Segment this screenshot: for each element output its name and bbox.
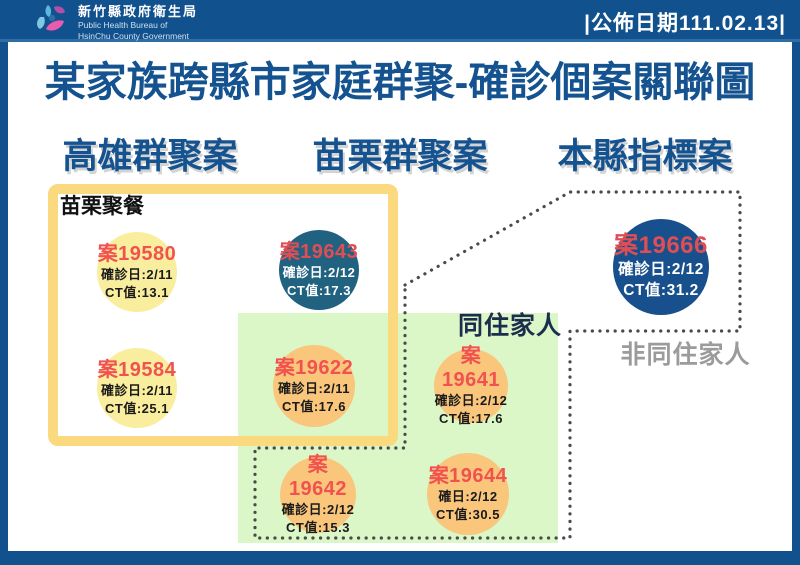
case-confirm-date: 確診日:2/11: [101, 383, 173, 399]
case-number: 案19644: [428, 465, 508, 488]
bureau-name-en1: Public Health Bureau of: [78, 20, 168, 31]
case-ct-value: CT值:15.3: [286, 520, 350, 535]
case-node-19642: 案19642 確診日:2/12 CT值:15.3: [280, 454, 356, 535]
case-node-19666: 案19666 確診日:2/12 CT值:31.2: [613, 219, 709, 315]
case-node-19644: 案19644 確日:2/12 CT值:30.5: [427, 453, 509, 535]
case-ct-value: CT值:30.5: [436, 507, 500, 522]
case-node-19643: 案19643 確診日:2/12 CT值:17.3: [279, 230, 359, 310]
frame-right: [792, 42, 800, 565]
non-cohabiting-family-label: 非同住家人: [620, 341, 751, 369]
case-ct-value: CT值:13.1: [105, 285, 169, 300]
miaoli-dinner-label: 苗栗聚餐: [60, 195, 144, 218]
case-ct-value: CT值:25.1: [105, 401, 169, 416]
case-node-19641: 案19641 確診日:2/12 CT值:17.6: [434, 345, 508, 426]
publish-date: |公佈日期111.02.13|: [584, 12, 786, 35]
case-confirm-date: 確診日:2/11: [278, 381, 350, 397]
case-confirm-date: 確診日:2/11: [101, 267, 173, 283]
header-bar: [0, 0, 800, 42]
case-number: 案19642: [288, 454, 348, 501]
column-header-county-index: 本縣指標案: [557, 137, 733, 176]
case-ct-value: CT值:17.3: [287, 283, 351, 298]
column-header-kaohsiung-cluster: 高雄群聚案: [62, 137, 238, 176]
case-confirm-date: 確診日:2/12: [618, 261, 704, 279]
case-number: 案19622: [274, 357, 354, 380]
case-confirm-date: 確診日:2/12: [281, 502, 355, 518]
bureau-name-en2: HsinChu County Government: [78, 30, 190, 41]
bureau-logo: 新竹縣政府衛生局 Public Health Bureau of HsinChu…: [34, 3, 198, 42]
case-ct-value: CT值:31.2: [623, 282, 699, 300]
case-ct-value: CT值:17.6: [282, 399, 346, 414]
case-confirm-date: 確診日:2/12: [282, 265, 356, 281]
frame-bottom: [0, 551, 800, 565]
cohabiting-family-label: 同住家人: [457, 312, 562, 340]
case-node-19584: 案19584 確診日:2/11 CT值:25.1: [97, 348, 177, 428]
case-number: 案19666: [614, 231, 708, 259]
case-number: 案19641: [441, 345, 501, 392]
case-confirm-date: 確日:2/12: [438, 489, 498, 505]
bureau-name-zh: 新竹縣政府衛生局: [78, 4, 199, 20]
page-title: 某家族跨縣市家庭群聚-確診個案關聯圖: [44, 59, 756, 105]
case-node-19622: 案19622 確診日:2/11 CT值:17.6: [273, 345, 355, 427]
case-number: 案19643: [279, 241, 359, 264]
column-header-miaoli-cluster: 苗栗群聚案: [312, 137, 488, 176]
case-confirm-date: 確診日:2/12: [434, 393, 508, 409]
bureau-logo-icon: [34, 3, 70, 42]
case-number: 案19580: [97, 243, 177, 266]
case-node-19580: 案19580 確診日:2/11 CT值:13.1: [97, 232, 177, 312]
frame-left: [0, 42, 8, 565]
case-ct-value: CT值:17.6: [439, 411, 503, 426]
bureau-name: 新竹縣政府衛生局 Public Health Bureau of HsinChu…: [78, 4, 198, 41]
case-number: 案19584: [97, 359, 177, 382]
